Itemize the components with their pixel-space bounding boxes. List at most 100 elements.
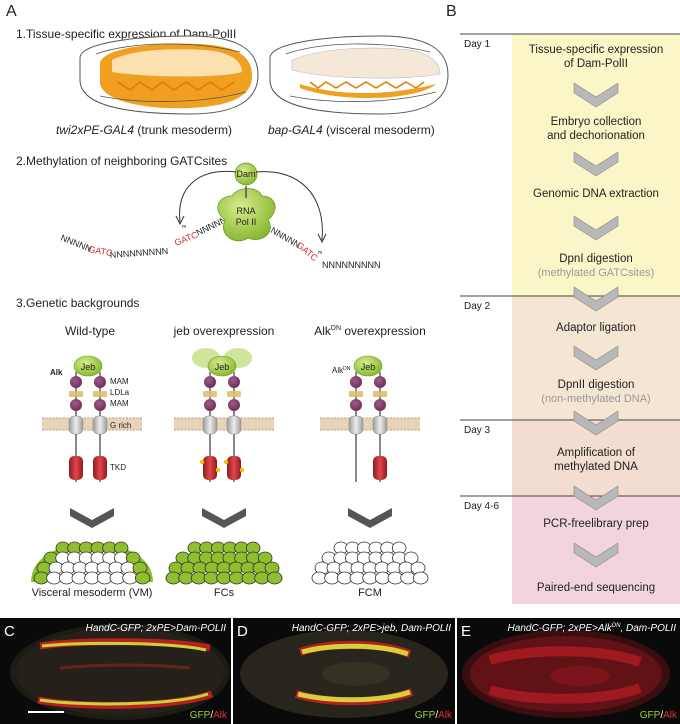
panel-letter-c: C bbox=[4, 623, 15, 640]
alk-label-e: Alk bbox=[663, 710, 678, 721]
genotype-c: HandC-GFP; 2xPE>Dam-POLII bbox=[86, 623, 227, 634]
micrograph-d: D HandC-GFP; 2xPE>jeb, Dam-POLII GFP/Alk bbox=[233, 618, 455, 724]
jeb-label-jeb: Jeb bbox=[215, 362, 230, 372]
alkdn-title-sup: DN bbox=[331, 325, 341, 332]
domain-ldla: LDLa bbox=[110, 388, 130, 397]
genotype-d: HandC-GFP; 2xPE>jeb, Dam-POLII bbox=[292, 623, 451, 634]
jeb-label-dn: Jeb bbox=[361, 362, 376, 372]
cells-visceral-mesoderm bbox=[31, 541, 153, 585]
embryo-right-caption: bap-GAL4 (visceral mesoderm) bbox=[268, 123, 435, 137]
day-label-2: Day 2 bbox=[464, 301, 491, 312]
step-1-line2: of Dam-PolII bbox=[564, 58, 628, 70]
membrane-alkdn bbox=[320, 417, 420, 431]
step-6: DpnII digestion bbox=[558, 379, 635, 391]
embryo-right-desc: (visceral mesoderm) bbox=[323, 123, 435, 137]
cells-fcm bbox=[311, 541, 429, 585]
chevron-wt bbox=[70, 508, 114, 528]
panel-letter-d: D bbox=[237, 623, 248, 640]
alkdn-receptor-label: AlkDN bbox=[332, 366, 351, 375]
day1-band bbox=[512, 34, 680, 296]
alkdn-title-rest: overexpression bbox=[341, 324, 426, 338]
methyl-mark-2: m bbox=[318, 250, 322, 256]
alkdn-title-main: Alk bbox=[314, 324, 332, 338]
day-label-3: Day 3 bbox=[464, 425, 491, 436]
seq-mid-1: NNNNNNNNN bbox=[109, 246, 168, 260]
col-title-alkdn: AlkDN overexpression bbox=[314, 324, 426, 338]
section3-title: 3.Genetic backgrounds bbox=[16, 296, 139, 310]
dam-polii-complex: RNA Pol II Dam bbox=[175, 162, 327, 244]
alk-label-d: Alk bbox=[438, 710, 453, 721]
gatc-site-1: GATC bbox=[88, 244, 114, 258]
slash-c: / bbox=[210, 710, 213, 721]
genotype-e-rest: , Dam-POLII bbox=[620, 623, 676, 634]
dam-label: Dam bbox=[236, 169, 255, 179]
embryo-left-desc: (trunk mesoderm) bbox=[134, 123, 232, 137]
receptor-pair-jeb: Jeb bbox=[192, 348, 252, 482]
day-label-4: Day 4-6 bbox=[464, 501, 499, 512]
chevron-jeb bbox=[202, 508, 246, 528]
step-7-line1: Amplification of bbox=[557, 447, 636, 459]
cell bbox=[412, 571, 429, 585]
genotype-e-main: HandC-GFP; 2xPE>Alk bbox=[508, 623, 613, 634]
step-4-note: (methylated GATCsites) bbox=[538, 267, 655, 279]
rna-polii-line1: RNA bbox=[236, 206, 255, 216]
step-2-line2: and dechorionation bbox=[547, 130, 645, 142]
panel-letter-a: A bbox=[6, 3, 17, 20]
step-7-line2: methylated DNA bbox=[554, 461, 638, 473]
chevron-dn bbox=[348, 508, 392, 528]
domain-g-rich: G rich bbox=[110, 421, 131, 430]
cells-fcs bbox=[165, 541, 283, 585]
gfp-label-e: GFP bbox=[640, 710, 661, 721]
channels-d: GFP/Alk bbox=[415, 710, 453, 721]
day4-band bbox=[512, 496, 680, 604]
domain-tkd: TKD bbox=[110, 463, 126, 472]
slash-e: / bbox=[660, 710, 663, 721]
gfp-label-d: GFP bbox=[415, 710, 436, 721]
alk-label-wt: Alk bbox=[50, 368, 63, 377]
step-3: Genomic DNA extraction bbox=[533, 188, 659, 200]
col-title-wildtype: Wild-type bbox=[65, 324, 115, 338]
panel-letter-e: E bbox=[461, 623, 471, 640]
seq-right: NNNNNNNNN bbox=[322, 260, 381, 270]
gfp-label-c: GFP bbox=[190, 710, 211, 721]
label-fcm: FCM bbox=[358, 587, 382, 599]
membrane-wildtype bbox=[42, 417, 142, 431]
step-8: PCR-freelibrary prep bbox=[543, 518, 648, 530]
receptor-pair-wildtype: Jeb Alk MAM LDLa MAM G rich TKD bbox=[50, 355, 131, 482]
day-label-1: Day 1 bbox=[464, 39, 491, 50]
dna-strand: NNNNN GATC NNNNNNNNN GATC NNNNN NNNNN GA… bbox=[59, 215, 380, 270]
panel-letter-b: B bbox=[446, 3, 457, 20]
cell bbox=[134, 571, 151, 585]
receptor-pair-alkdn: Jeb AlkDN bbox=[332, 355, 388, 482]
alkdn-label-sup: DN bbox=[343, 366, 351, 372]
methyl-mark-1: m bbox=[182, 224, 186, 230]
embryo-left-driver: twi2xPE-GAL4 bbox=[56, 123, 134, 137]
channels-c: GFP/Alk bbox=[190, 710, 228, 721]
genotype-e-sup: DN bbox=[612, 623, 621, 629]
label-vm: Visceral mesoderm (VM) bbox=[32, 587, 153, 599]
rna-polii-line2: Pol II bbox=[236, 217, 257, 227]
alkdn-label-main: Alk bbox=[332, 366, 344, 375]
genotype-e: HandC-GFP; 2xPE>AlkDN, Dam-POLII bbox=[508, 623, 677, 634]
domain-mam-2: MAM bbox=[110, 399, 129, 408]
channels-e: GFP/Alk bbox=[640, 710, 678, 721]
step-5: Adaptor ligation bbox=[556, 322, 636, 334]
embryo-left-caption: twi2xPE-GAL4 (trunk mesoderm) bbox=[56, 123, 232, 137]
alk-label-c: Alk bbox=[213, 710, 228, 721]
label-fcs: FCs bbox=[214, 587, 235, 599]
cell bbox=[266, 571, 283, 585]
embryo-right-driver: bap-GAL4 bbox=[268, 123, 323, 137]
slash-d: / bbox=[435, 710, 438, 721]
day2-band bbox=[512, 296, 680, 420]
membrane-jeb bbox=[174, 417, 274, 431]
step-9: Paired-end sequencing bbox=[537, 582, 655, 594]
embryo-visceral-mesoderm bbox=[269, 35, 449, 115]
micrograph-e: E HandC-GFP; 2xPE>AlkDN, Dam-POLII GFP/A… bbox=[457, 618, 680, 724]
protocol-panel: Day 1 Day 2 Day 3 Day 4-6 Tissue-specifi… bbox=[460, 33, 680, 604]
embryo-trunk-mesoderm bbox=[79, 35, 259, 115]
gatc-site-3: GATC bbox=[295, 240, 320, 264]
domain-mam-1: MAM bbox=[110, 377, 129, 386]
step-4: DpnI digestion bbox=[559, 253, 633, 265]
micrograph-c: C HandC-GFP; 2xPE>Dam-POLII GFP/Alk bbox=[0, 618, 231, 724]
